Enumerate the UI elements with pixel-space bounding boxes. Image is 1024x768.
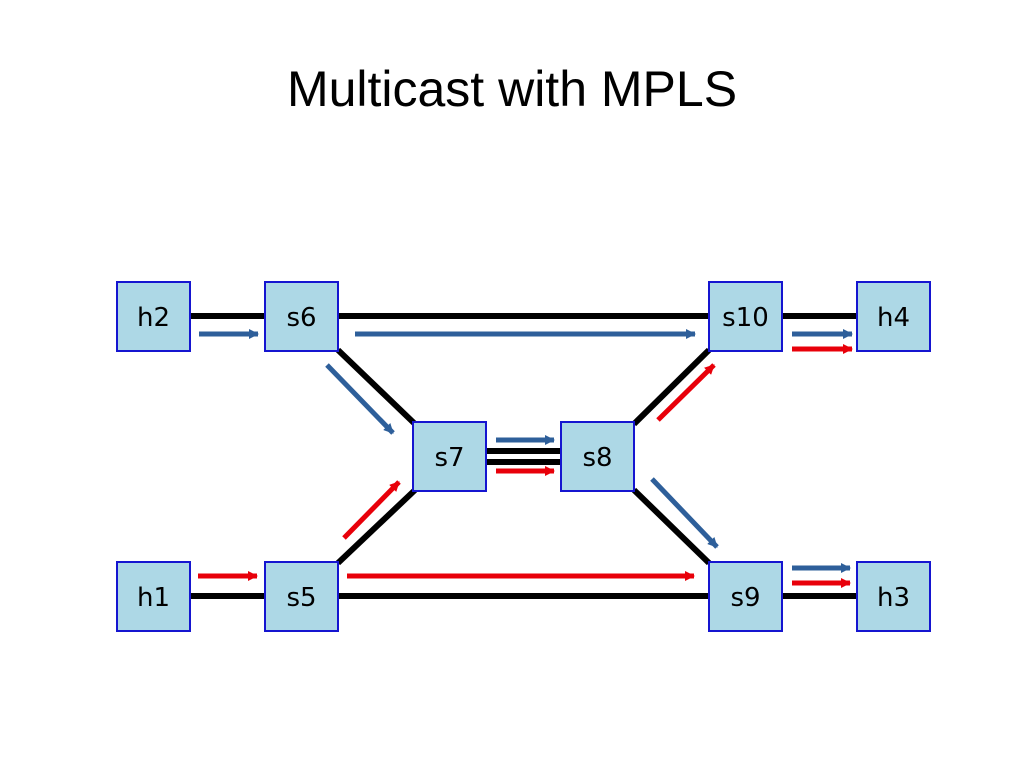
link-s5-s7 [335, 487, 418, 566]
node-label-s8: s8 [582, 443, 612, 473]
link-s6-s7 [335, 347, 418, 427]
node-h4: h4 [856, 281, 931, 352]
red-arrow-s8-s10 [656, 363, 716, 422]
node-label-s5: s5 [286, 583, 316, 613]
node-s5: s5 [264, 561, 339, 632]
node-label-h3: h3 [877, 583, 910, 613]
blue-arrow-s6-s7 [325, 363, 395, 435]
node-s10: s10 [708, 281, 783, 352]
links [190, 313, 857, 599]
node-label-h1: h1 [137, 583, 170, 613]
link-s8-s10 [631, 347, 712, 427]
node-label-h4: h4 [877, 303, 910, 333]
node-s8: s8 [560, 421, 635, 492]
red-flow [198, 344, 853, 588]
red-arrow-s5-s7 [342, 480, 401, 540]
blue-arrow-s8-s9 [650, 477, 719, 549]
link-s8-s9 [631, 487, 712, 566]
node-s6: s6 [264, 281, 339, 352]
node-h2: h2 [116, 281, 191, 352]
node-label-s9: s9 [730, 583, 760, 613]
node-label-s6: s6 [286, 303, 316, 333]
blue-flow [199, 329, 853, 573]
node-h3: h3 [856, 561, 931, 632]
nodes: h2 s6 s10 h4 s7 s8 [116, 281, 931, 632]
node-s7: s7 [412, 421, 487, 492]
node-label-s10: s10 [722, 303, 769, 333]
slide-title: Multicast with MPLS [286, 61, 738, 117]
node-h1: h1 [116, 561, 191, 632]
node-label-s7: s7 [434, 443, 464, 473]
node-s9: s9 [708, 561, 783, 632]
node-label-h2: h2 [137, 303, 170, 333]
